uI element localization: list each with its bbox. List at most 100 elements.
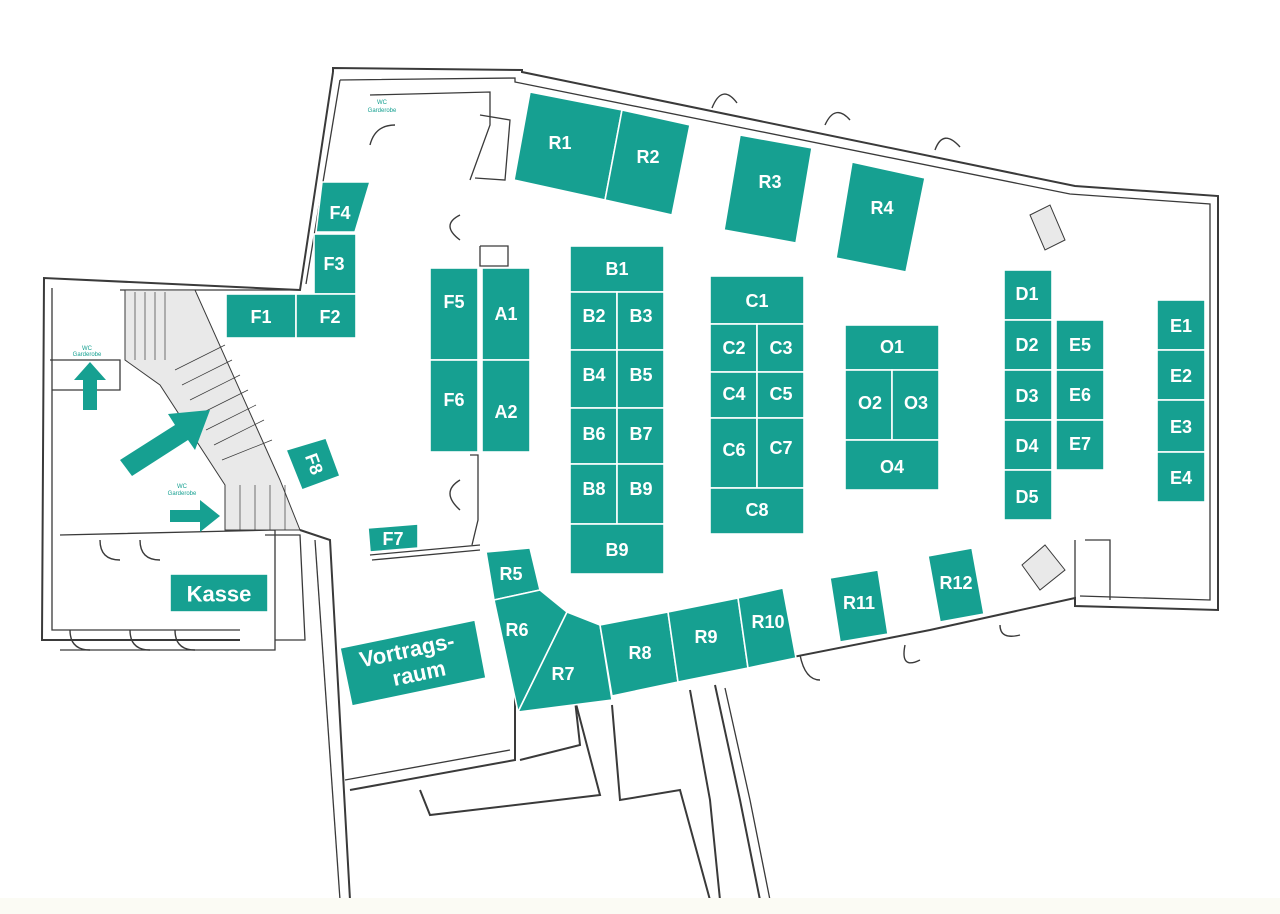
booth-D2[interactable]: D2 (1003, 319, 1053, 371)
booth-E6[interactable]: E6 (1055, 369, 1105, 421)
booth-C1[interactable]: C1 (709, 275, 805, 325)
booth-O4[interactable]: O4 (844, 439, 940, 491)
svg-text:F2: F2 (319, 307, 340, 327)
booth-C6[interactable]: C6 (709, 417, 758, 489)
booth-R4[interactable]: R4 (835, 161, 926, 273)
booth-D4[interactable]: D4 (1003, 419, 1053, 471)
booth-F2[interactable]: F2 (295, 293, 357, 339)
svg-text:A1: A1 (494, 304, 517, 324)
booth-C5[interactable]: C5 (756, 371, 805, 419)
svg-text:E1: E1 (1170, 316, 1192, 336)
svg-text:B9: B9 (605, 540, 628, 560)
svg-text:R8: R8 (628, 643, 651, 663)
booth-R8[interactable]: R8 (599, 611, 679, 697)
arrow-up-icon (74, 362, 106, 410)
booth-E2[interactable]: E2 (1156, 349, 1206, 401)
svg-text:D4: D4 (1015, 436, 1038, 456)
booth-F5[interactable]: F5 (429, 267, 479, 361)
booth-B7[interactable]: B7 (616, 407, 665, 465)
svg-text:A2: A2 (494, 402, 517, 422)
booth-O2[interactable]: O2 (844, 369, 893, 441)
svg-text:O3: O3 (904, 393, 928, 413)
footer-bar (0, 898, 1280, 914)
svg-text:R11: R11 (843, 593, 875, 613)
vortragsraum-box[interactable]: Vortrags- raum (339, 619, 487, 707)
svg-text:C8: C8 (745, 500, 768, 520)
wc-sub-stair: Garderobe (168, 491, 197, 497)
booth-A2[interactable]: A2 (481, 359, 531, 453)
booth-C8[interactable]: C8 (709, 487, 805, 535)
svg-text:C2: C2 (722, 338, 745, 358)
svg-text:R4: R4 (870, 198, 893, 218)
svg-text:B8: B8 (582, 479, 605, 499)
svg-text:B4: B4 (582, 365, 605, 385)
svg-text:F6: F6 (443, 390, 464, 410)
svg-text:O4: O4 (880, 457, 904, 477)
booth-B9-upper[interactable]: B9 (616, 463, 665, 525)
svg-text:R1: R1 (548, 133, 571, 153)
booth-E5[interactable]: E5 (1055, 319, 1105, 371)
svg-text:C3: C3 (769, 338, 792, 358)
booth-B1[interactable]: B1 (569, 245, 665, 293)
svg-text:C7: C7 (769, 438, 792, 458)
svg-text:R2: R2 (636, 147, 659, 167)
wc-label-left: WC (82, 346, 93, 352)
booth-F4[interactable]: F4 (315, 181, 372, 233)
svg-text:E2: E2 (1170, 366, 1192, 386)
booth-B2[interactable]: B2 (569, 291, 618, 351)
svg-text:F4: F4 (329, 203, 350, 223)
svg-text:R10: R10 (751, 612, 784, 632)
svg-text:C6: C6 (722, 440, 745, 460)
booth-D1[interactable]: D1 (1003, 269, 1053, 321)
svg-text:C5: C5 (769, 384, 792, 404)
booth-E1[interactable]: E1 (1156, 299, 1206, 351)
svg-text:O2: O2 (858, 393, 882, 413)
booth-F1[interactable]: F1 (225, 293, 297, 339)
svg-text:C1: C1 (745, 291, 768, 311)
booth-R7[interactable]: R7 (516, 610, 613, 713)
booth-F8[interactable]: F8 (284, 437, 342, 492)
booth-C2[interactable]: C2 (709, 323, 758, 373)
svg-text:Kasse: Kasse (187, 582, 252, 607)
booth-C3[interactable]: C3 (756, 323, 805, 373)
booth-B9-lower[interactable]: B9 (569, 523, 665, 575)
booth-R3[interactable]: R3 (723, 134, 813, 244)
booth-R10[interactable]: R10 (737, 587, 797, 669)
booth-E4[interactable]: E4 (1156, 451, 1206, 503)
booth-B5[interactable]: B5 (616, 349, 665, 409)
kasse-box[interactable]: Kasse (169, 573, 269, 613)
booth-F6[interactable]: F6 (429, 359, 479, 453)
booth-B3[interactable]: B3 (616, 291, 665, 351)
booth-A1[interactable]: A1 (481, 267, 531, 361)
booth-O1[interactable]: O1 (844, 324, 940, 371)
svg-text:F1: F1 (250, 307, 271, 327)
booth-F3[interactable]: F3 (313, 233, 357, 295)
booth-B8[interactable]: B8 (569, 463, 618, 525)
svg-text:E7: E7 (1069, 434, 1091, 454)
booth-B4[interactable]: B4 (569, 349, 618, 409)
booth-R11[interactable]: R11 (829, 569, 889, 643)
wc-sub-left: Garderobe (73, 352, 102, 358)
booth-E3[interactable]: E3 (1156, 399, 1206, 453)
svg-text:R6: R6 (505, 620, 528, 640)
svg-text:B6: B6 (582, 424, 605, 444)
booth-C7[interactable]: C7 (756, 417, 805, 489)
booth-R5[interactable]: R5 (485, 547, 541, 601)
booth-R9[interactable]: R9 (667, 597, 749, 683)
svg-text:B3: B3 (629, 306, 652, 326)
arrow-diagonal-icon (120, 410, 210, 476)
svg-text:B1: B1 (605, 259, 628, 279)
booth-C4[interactable]: C4 (709, 371, 758, 419)
booth-O3[interactable]: O3 (891, 369, 940, 441)
booth-B6[interactable]: B6 (569, 407, 618, 465)
svg-text:D3: D3 (1015, 386, 1038, 406)
booth-R12[interactable]: R12 (927, 547, 985, 623)
booth-E7[interactable]: E7 (1055, 419, 1105, 471)
booth-R2[interactable]: R2 (604, 109, 691, 216)
booth-F7[interactable]: F7 (367, 523, 419, 553)
svg-text:D1: D1 (1015, 284, 1038, 304)
booth-D5[interactable]: D5 (1003, 469, 1053, 521)
booth-R1[interactable]: R1 (513, 91, 623, 201)
booth-D3[interactable]: D3 (1003, 369, 1053, 421)
